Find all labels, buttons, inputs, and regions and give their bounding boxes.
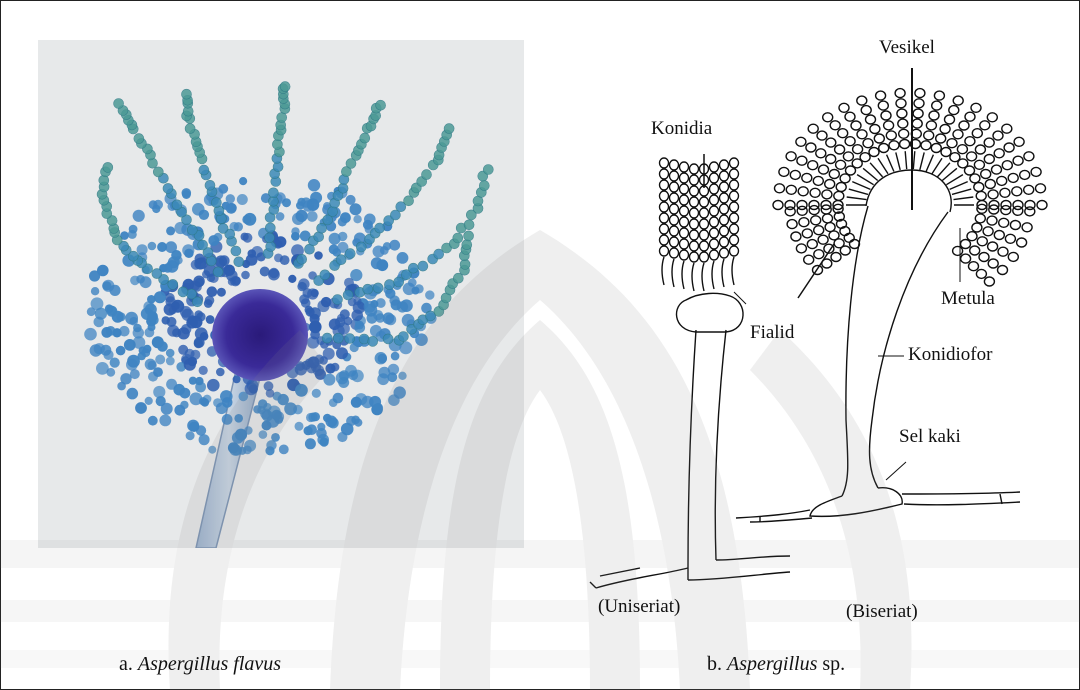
uniseriat-hypha-left <box>596 568 688 588</box>
label-sel-kaki: Sel kaki <box>899 427 961 446</box>
label-metula: Metula <box>941 289 995 308</box>
uniseriat-vesicle <box>677 293 744 332</box>
label-konidia: Konidia <box>651 119 712 138</box>
caption-panel-b: b. Aspergillus sp. <box>707 654 845 674</box>
uniseriat-hypha-right-top <box>716 556 790 560</box>
caption-b-prefix: b. <box>707 653 727 675</box>
uniseriat-stalk-left <box>688 330 696 568</box>
foot-cell <box>810 488 902 517</box>
caption-a-prefix: a. <box>119 653 138 675</box>
fialid-leader-short <box>734 292 746 304</box>
caption-a-species: Aspergillus flavus <box>138 653 281 675</box>
uniseriat-stalk-right <box>715 330 726 560</box>
caption-b-suffix: sp. <box>817 653 845 675</box>
label-fialid: Fialid <box>750 323 794 342</box>
sel-kaki-leader <box>886 462 906 480</box>
label-uniseriat: (Uniseriat) <box>598 597 680 616</box>
caption-panel-a: a. Aspergillus flavus <box>119 654 281 674</box>
label-konidiofor: Konidiofor <box>908 345 992 364</box>
uniseriat-hypha-right-bottom <box>688 572 790 580</box>
biseriat-stalk-left <box>842 206 868 496</box>
label-biseriat: (Biseriat) <box>846 602 918 621</box>
label-vesikel: Vesikel <box>879 38 935 57</box>
caption-b-genus: Aspergillus <box>727 653 817 675</box>
